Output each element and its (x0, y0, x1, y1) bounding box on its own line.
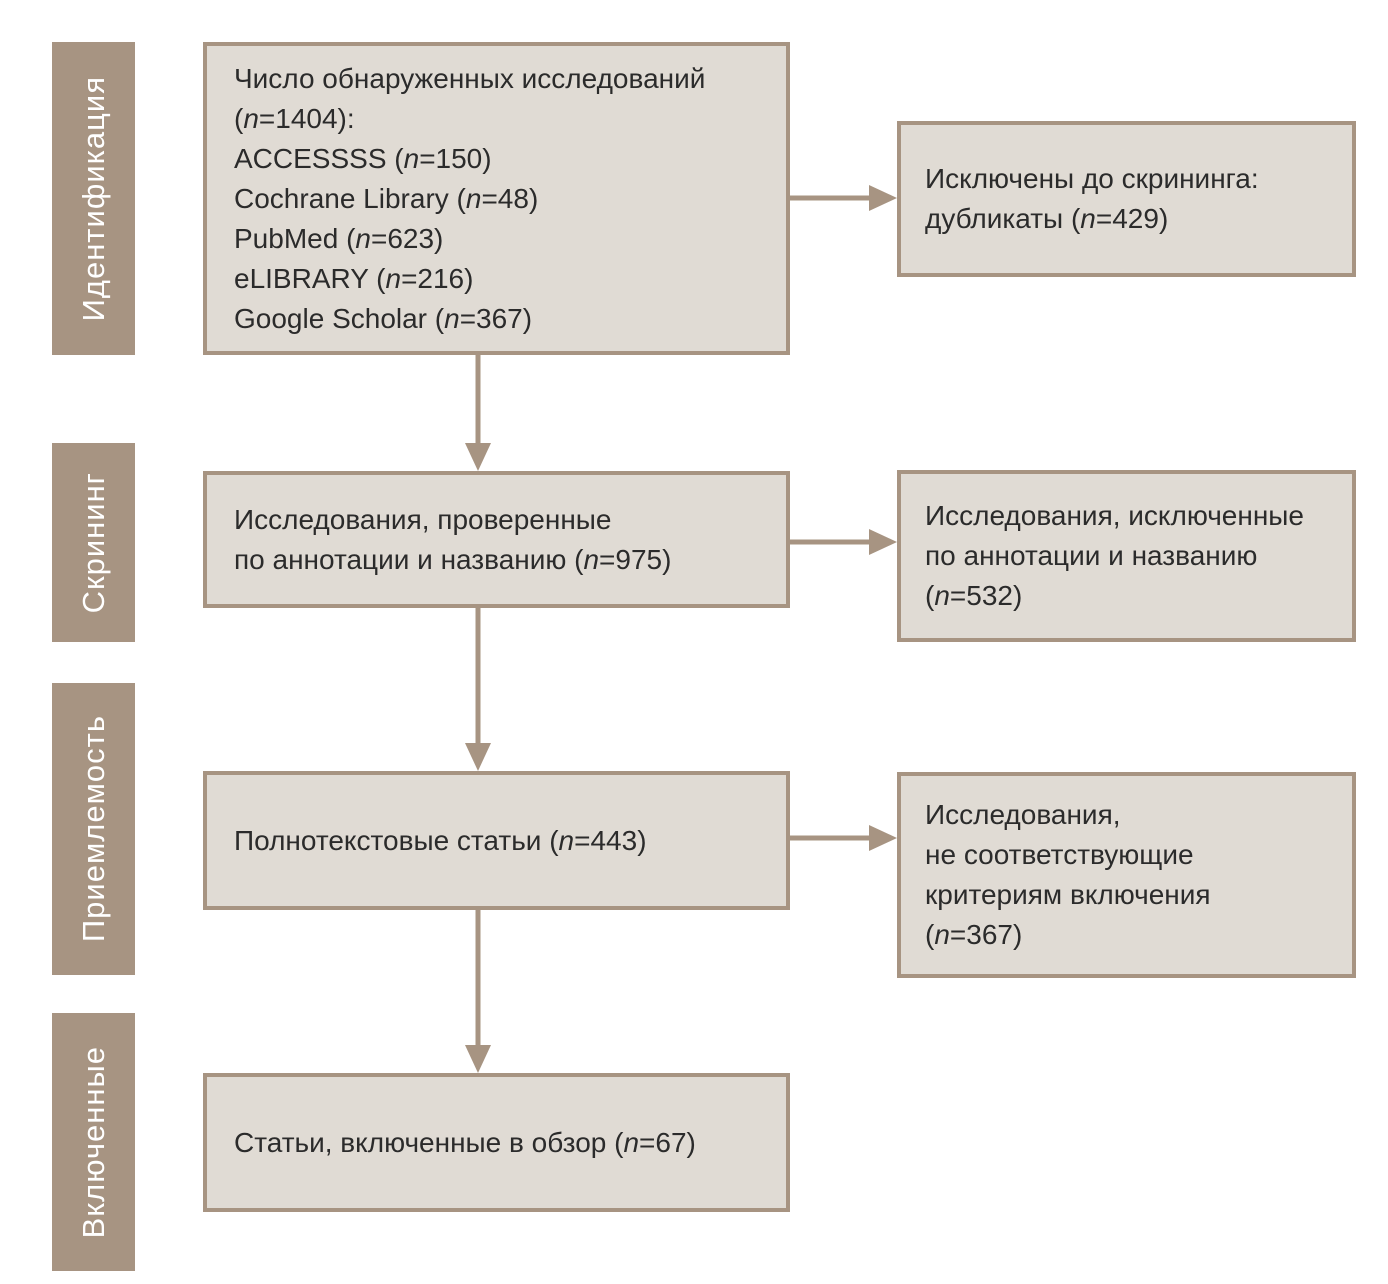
arrow-right-icon (790, 528, 897, 556)
n-symbol: n (1080, 203, 1096, 234)
n-symbol: n (444, 302, 460, 334)
box-excluded-duplicates: Исключены до скрининга: дубликаты (n=429… (897, 121, 1356, 277)
text-segment: =532) (949, 580, 1023, 611)
text-line: ACCESSSS (n=150) (234, 139, 766, 179)
n-symbol: n (583, 543, 600, 575)
text-segment: =67) (639, 1126, 696, 1158)
arrow-shaft (475, 910, 481, 1049)
text-segment: дубликаты ( (925, 203, 1081, 234)
text-line: Статьи, включенные в обзор (n=67) (234, 1123, 766, 1163)
n-symbol: n (403, 142, 420, 174)
text-segment: ACCESSSS ( (234, 142, 404, 174)
text-line: Исследования, проверенные (234, 500, 766, 540)
text-segment: Google Scholar ( (234, 302, 445, 334)
text-line: критериям включения (925, 875, 1332, 915)
arrow-down-icon (465, 355, 491, 471)
arrow-right-icon (790, 824, 897, 852)
arrow-down-icon (465, 910, 491, 1073)
box-articles-included: Статьи, включенные в обзор (n=67) (203, 1073, 790, 1212)
box-records-identified: Число обнаруженных исследований (n=1404)… (203, 42, 790, 355)
text-line: (n=367) (925, 915, 1332, 955)
arrow-right-icon (790, 184, 897, 212)
text-line: eLIBRARY (n=216) (234, 259, 766, 299)
arrow-shaft (790, 195, 873, 201)
text-segment: =975) (599, 543, 672, 575)
text-line: по аннотации и названию (925, 536, 1332, 576)
text-line: Исследования, исключенные (925, 496, 1332, 536)
text-line: дубликаты (n=429) (925, 199, 1332, 239)
text-segment: Статьи, включенные в обзор ( (234, 1126, 624, 1158)
arrow-head (465, 1045, 491, 1073)
arrow-shaft (475, 608, 481, 747)
arrow-head (465, 743, 491, 771)
text-segment: =429) (1095, 203, 1169, 234)
text-segment: Исключены до скрининга: (925, 163, 1259, 194)
arrow-head (869, 185, 897, 211)
text-segment: Исследования, (925, 799, 1121, 830)
text-segment: =443) (574, 824, 647, 856)
stage-label-text: Включенные (75, 1045, 111, 1239)
stage-label-text: Приемлемость (75, 715, 111, 943)
text-line: Cochrane Library (n=48) (234, 179, 766, 219)
n-symbol: n (623, 1126, 640, 1158)
text-segment: Cochrane Library ( (234, 182, 466, 214)
text-segment: не соответствующие (925, 839, 1194, 870)
text-line: Google Scholar (n=367) (234, 299, 766, 339)
stage-label-included: Включенные (52, 1013, 135, 1271)
n-symbol: n (355, 222, 371, 254)
arrow-shaft (790, 835, 873, 841)
text-segment: Полнотекстовые статьи ( (234, 824, 559, 856)
box-fulltext-articles: Полнотекстовые статьи (n=443) (203, 771, 790, 910)
text-line: (n=1404): (234, 99, 766, 139)
text-segment: по аннотации и названию ( (234, 543, 584, 575)
stage-label-screening: Скрининг (52, 443, 135, 642)
text-segment: =623) (370, 222, 444, 254)
text-line: по аннотации и названию (n=975) (234, 540, 766, 580)
arrow-down-icon (465, 608, 491, 771)
arrow-shaft (475, 355, 481, 447)
text-segment: ( (925, 580, 935, 611)
text-line: Исключены до скрининга: (925, 159, 1332, 199)
stage-label-text: Скрининг (75, 471, 111, 614)
text-line: Число обнаруженных исследований (234, 59, 766, 99)
arrow-head (465, 443, 491, 471)
text-line: не соответствующие (925, 835, 1332, 875)
text-line: (n=532) (925, 576, 1332, 616)
text-segment: =367) (459, 302, 533, 334)
box-records-screened: Исследования, проверенные по аннотации и… (203, 471, 790, 608)
text-line: Полнотекстовые статьи (n=443) (234, 821, 766, 861)
n-symbol: n (558, 824, 575, 856)
stage-label-eligibility: Приемлемость (52, 683, 135, 975)
text-segment: eLIBRARY ( (234, 262, 386, 294)
arrow-head (869, 529, 897, 555)
n-symbol: n (243, 102, 259, 134)
arrow-shaft (790, 539, 873, 545)
n-symbol: n (934, 580, 950, 611)
text-segment: PubMed ( (234, 222, 356, 254)
text-segment: ( (925, 919, 935, 950)
text-segment: Исследования, проверенные (234, 503, 612, 535)
text-segment: Число обнаруженных исследований (234, 62, 706, 94)
text-segment: =1404): (258, 102, 355, 134)
text-line: PubMed (n=623) (234, 219, 766, 259)
n-symbol: n (465, 182, 482, 214)
stage-label-identification: Идентификация (52, 42, 135, 355)
text-segment: =367) (949, 919, 1023, 950)
text-segment: =150) (419, 142, 492, 174)
text-segment: Исследования, исключенные (925, 500, 1304, 531)
text-segment: =48) (481, 182, 539, 214)
text-segment: ( (234, 102, 244, 134)
stage-label-text: Идентификация (75, 75, 111, 322)
n-symbol: n (385, 262, 402, 294)
n-symbol: n (934, 919, 950, 950)
box-excluded-by-abstract: Исследования, исключенные по аннотации и… (897, 470, 1356, 642)
text-segment: критериям включения (925, 879, 1211, 910)
text-segment: по аннотации и названию (925, 540, 1258, 571)
arrow-head (869, 825, 897, 851)
box-not-meeting-criteria: Исследования, не соответствующие критери… (897, 772, 1356, 978)
text-line: Исследования, (925, 795, 1332, 835)
text-segment: =216) (401, 262, 474, 294)
